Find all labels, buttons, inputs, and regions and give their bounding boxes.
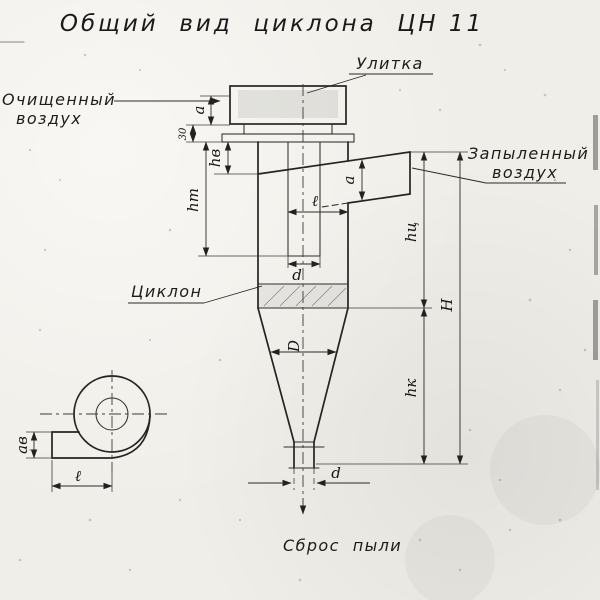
clean-air-text-line2: воздух	[16, 109, 82, 128]
dim-inlet-depth-hv: hв	[206, 141, 258, 175]
volute-neck	[243, 123, 333, 135]
dim-label-a-fan: aв	[13, 436, 31, 454]
fan-scroll-view	[40, 370, 170, 472]
inlet-duct	[257, 151, 411, 208]
top-flange	[221, 133, 355, 143]
dim-fan-outlet-length: ℓ	[51, 460, 113, 492]
dim-label-hk: hк	[402, 379, 420, 398]
dim-label-hv: hв	[206, 149, 224, 168]
volute-leader-line	[306, 74, 367, 94]
dim-total-height-H: H	[316, 151, 468, 465]
dim-label-d-bottom: d	[331, 464, 341, 482]
dim-label-a-top: a	[190, 106, 208, 115]
dust-discharge-label: Сброс пыли	[283, 536, 402, 555]
drawing-title: Общий вид циклона ЦН 11	[60, 11, 484, 37]
volute-label-text: Улитка	[356, 54, 424, 73]
dim-cylinder-height-hc: hц	[348, 151, 468, 309]
dim-label-D: D	[285, 340, 303, 353]
volute-label: Улитка	[306, 54, 433, 94]
clean-air-text-line1: Очищенный	[2, 90, 116, 109]
dim-label-l-fan: ℓ	[75, 467, 81, 485]
scan-artifacts	[0, 41, 599, 582]
dusty-air-text-line1: Запыленный	[468, 144, 589, 163]
dusty-air-leader-line	[411, 167, 487, 184]
dusty-air-text-line2: воздух	[492, 163, 558, 182]
dim-tube-depth-ht: hт	[184, 141, 288, 257]
exhaust-tube	[287, 141, 321, 257]
cyclone-assembly	[221, 84, 411, 515]
clean-air-label: Очищенный воздух	[2, 90, 221, 128]
volute-shading	[238, 90, 338, 118]
dim-fan-outlet-height: aв	[13, 431, 52, 459]
dim-volute-outlet-height: a	[186, 95, 230, 126]
cyclone-label: Циклон	[128, 282, 263, 304]
dim-label-ht: hт	[184, 188, 202, 212]
cone-section	[257, 307, 349, 448]
cyclone-label-text: Циклон	[131, 282, 202, 301]
cyclone-leader-line	[203, 285, 263, 304]
dim-inlet-width-l: ℓ	[287, 192, 349, 216]
dim-offset-30: 30	[178, 124, 222, 143]
dim-cone-height-hk: hк	[402, 307, 428, 465]
dim-label-l-inlet: ℓ	[312, 192, 318, 210]
dim-label-d-tube: d	[292, 266, 302, 284]
dim-label-hc: hц	[402, 222, 420, 242]
dim-outlet-diameter-d: d	[248, 464, 370, 490]
dim-label-a-inlet: a	[340, 176, 358, 185]
dim-label-H: H	[438, 298, 456, 313]
dusty-air-label: Запыленный воздух	[411, 144, 589, 184]
discharge-pipe	[288, 441, 320, 469]
dim-label-30: 30	[178, 127, 189, 140]
dim-inlet-height-a: a	[340, 159, 366, 201]
scroll-casing	[51, 415, 151, 459]
dim-tube-diameter-d: d	[287, 256, 321, 284]
dim-body-diameter-D: D	[270, 340, 337, 356]
